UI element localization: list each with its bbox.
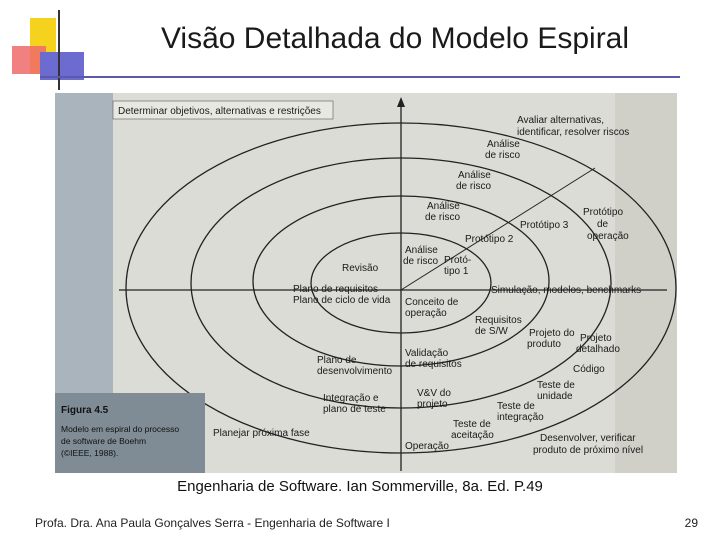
risk-analysis-2-line1: Análise bbox=[427, 201, 460, 212]
dev-plan-line1: Plano de bbox=[317, 355, 357, 366]
vv-line1: V&V do bbox=[417, 388, 451, 399]
sw-req-line1: Requisitos bbox=[475, 315, 522, 326]
risk-analysis-2-line2: de risco bbox=[425, 212, 460, 223]
simulation-label: Simulação, modelos, benchmarks bbox=[491, 285, 641, 296]
quadrant-bottom-right-2: produto de próximo nível bbox=[533, 445, 643, 456]
plan-requirements: Plano de requisitos bbox=[293, 284, 378, 295]
detailed-design-line2: detalhado bbox=[576, 344, 620, 355]
unit-test-line2: unidade bbox=[537, 391, 573, 402]
detailed-design-line1: Projeto bbox=[580, 333, 612, 344]
quadrant-box-top-left bbox=[112, 100, 334, 120]
decor-vertical-line bbox=[58, 10, 60, 90]
req-validation-line2: de requisitos bbox=[405, 359, 462, 370]
quadrant-bottom-right-1: Desenvolver, verificar bbox=[540, 433, 636, 444]
figure-label: Figura 4.5 bbox=[61, 405, 109, 416]
prototype-operational-1: Protótipo bbox=[583, 207, 623, 218]
spiral-loop-2 bbox=[252, 195, 550, 367]
figure-desc-2: de software de Boehm bbox=[61, 436, 146, 446]
prototype-operational-3: operação bbox=[587, 231, 629, 242]
risk-analysis-1-line2: de risco bbox=[403, 256, 438, 267]
plan-lifecycle: Plano de ciclo de vida bbox=[293, 295, 391, 306]
risk-analysis-3-line1: Análise bbox=[458, 170, 491, 181]
spiral-model-figure: Determinar objetivos, alternativas e res… bbox=[55, 93, 677, 473]
acceptance-test-line1: Teste de bbox=[453, 419, 491, 430]
risk-analysis-4-line1: Análise bbox=[487, 139, 520, 150]
quadrant-bottom-left: Planejar próxima fase bbox=[213, 428, 310, 439]
product-design-line1: Projeto do bbox=[529, 328, 575, 339]
footer-text: Profa. Dra. Ana Paula Gonçalves Serra - … bbox=[35, 516, 390, 530]
quadrant-top-right-2: identificar, resolver riscos bbox=[517, 127, 629, 138]
prototype-2: Protótipo 2 bbox=[465, 234, 514, 245]
figure-caption-panel bbox=[55, 393, 205, 473]
quadrant-top-right-1: Avaliar alternativas, bbox=[517, 115, 604, 126]
integration-test-line1: Teste de bbox=[497, 401, 535, 412]
sw-req-line2: de S/W bbox=[475, 326, 508, 337]
spiral-loop-4 bbox=[125, 122, 677, 454]
title-underline bbox=[40, 76, 680, 78]
dev-plan-line2: desenvolvimento bbox=[317, 366, 392, 377]
spiral-loop-3 bbox=[190, 157, 612, 409]
operation-label: Operação bbox=[405, 441, 449, 452]
code-label: Código bbox=[573, 364, 605, 375]
risk-analysis-1-line1: Análise bbox=[405, 245, 438, 256]
prototype-operational-2: de bbox=[597, 219, 609, 230]
prototype-1-line2: tipo 1 bbox=[444, 266, 469, 277]
slide-title: Visão Detalhada do Modelo Espiral bbox=[160, 22, 630, 55]
diagonal-line-top-right bbox=[400, 167, 596, 291]
quadrant-top-left: Determinar objetivos, alternativas e res… bbox=[118, 106, 321, 117]
decor-blue-square bbox=[40, 52, 84, 80]
product-design-line2: produto bbox=[527, 339, 561, 350]
page-number: 29 bbox=[684, 516, 698, 530]
integration-plan-line1: Integração e bbox=[323, 393, 379, 404]
integration-test-line2: integração bbox=[497, 412, 544, 423]
figure-desc-1: Modelo em espiral do processo bbox=[61, 424, 179, 434]
axis-arrow-icon bbox=[397, 97, 405, 107]
spiral-loop-1 bbox=[310, 232, 492, 334]
unit-test-line1: Teste de bbox=[537, 380, 575, 391]
concept-line1: Conceito de bbox=[405, 297, 459, 308]
integration-plan-line2: plano de teste bbox=[323, 404, 386, 415]
revisao-label: Revisão bbox=[342, 263, 379, 274]
prototype-3: Protótipo 3 bbox=[520, 220, 569, 231]
figure-caption: Engenharia de Software. Ian Sommerville,… bbox=[177, 478, 543, 495]
prototype-1-line1: Protó- bbox=[444, 255, 471, 266]
concept-line2: operação bbox=[405, 308, 447, 319]
risk-analysis-4-line2: de risco bbox=[485, 150, 520, 161]
vv-line2: projeto bbox=[417, 399, 448, 410]
figure-desc-3: (©IEEE, 1988). bbox=[61, 448, 118, 458]
acceptance-test-line2: aceitação bbox=[451, 430, 494, 441]
risk-analysis-3-line2: de risco bbox=[456, 181, 491, 192]
req-validation-line1: Validação bbox=[405, 348, 449, 359]
scan-right-strip bbox=[615, 93, 677, 473]
